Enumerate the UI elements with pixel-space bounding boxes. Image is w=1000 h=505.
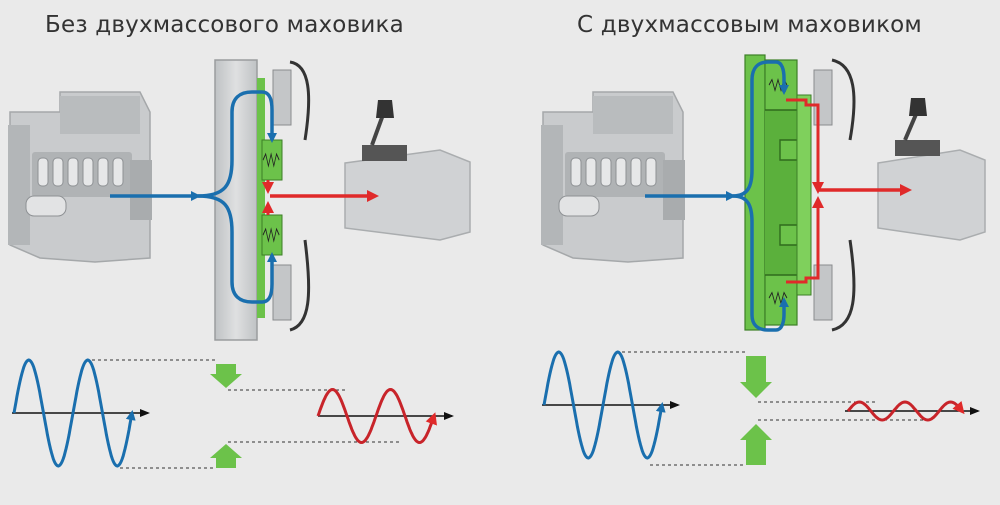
damping-up-arrow [740, 424, 772, 465]
vibration-chart-left [12, 358, 454, 469]
output-vibration-wave [316, 387, 437, 445]
damping-down-arrow [210, 364, 242, 388]
engine-block-icon [8, 91, 152, 263]
left-panel [8, 59, 471, 469]
title-without-dmf: Без двухмассового маховика [45, 12, 404, 38]
gearbox-shifter-icon [344, 100, 471, 241]
damping-down-arrow [740, 356, 772, 398]
torque-flow-right [645, 60, 912, 332]
vibration-chart-right [542, 350, 980, 466]
engine-block-icon [541, 91, 685, 263]
dual-mass-flywheel [744, 54, 856, 332]
title-with-dmf: С двухмассовым маховиком [577, 12, 922, 38]
damping-up-arrow [210, 444, 242, 468]
input-vibration-wave [542, 350, 666, 460]
output-vibration-wave [846, 400, 965, 422]
torque-flow-left [110, 90, 379, 304]
right-panel [541, 54, 986, 466]
conventional-flywheel [214, 59, 311, 341]
gearbox-shifter-icon [877, 98, 986, 241]
input-vibration-wave [12, 358, 136, 468]
